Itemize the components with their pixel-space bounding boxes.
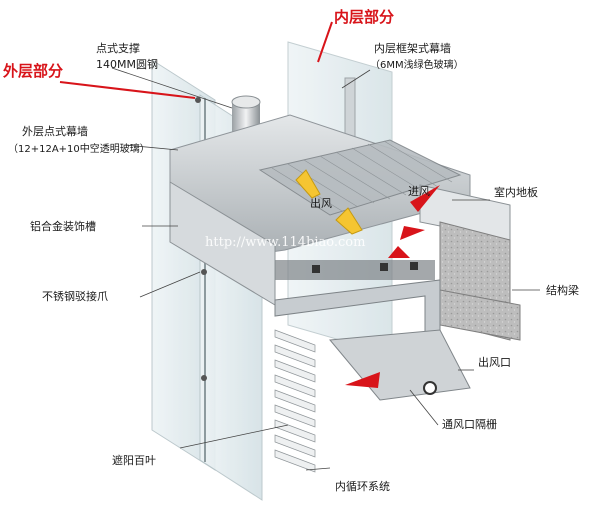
- label-inner-circ: 内循环系统: [335, 479, 390, 493]
- label-vent-grille: 通风口隔栅: [442, 417, 497, 431]
- leader-lines: [111, 67, 540, 471]
- vent-grille-tray: [329, 329, 471, 401]
- watermark-url: http://www.114biao.com: [205, 235, 365, 250]
- inlet-air-arrow-3: [388, 246, 410, 258]
- round-steel-pipe-top: [231, 95, 261, 109]
- label-indoor-floor: 室内地板: [494, 185, 538, 199]
- bracket-bolts: [312, 262, 418, 273]
- label-outer-glass: （12+12A+10中空透明玻璃）: [8, 142, 150, 155]
- label-outlet-port: 出风口: [478, 355, 511, 369]
- grating-lines: [271, 140, 453, 212]
- outer-part-pointer: [59, 81, 196, 99]
- sunshade-louvers: [274, 329, 316, 473]
- inlet-air-arrow-2: [400, 226, 425, 240]
- outlet-air-arrow-2: [335, 207, 363, 235]
- label-round-steel: 140MM圆钢: [96, 58, 158, 71]
- vent-outlet-ring: [423, 381, 437, 395]
- label-inlet-air: 进风: [408, 185, 430, 198]
- label-inner-part: 内层部分: [334, 8, 394, 26]
- label-outlet-air: 出风: [310, 196, 332, 210]
- label-steel-claw: 不锈钢驳接爪: [42, 290, 108, 303]
- inlet-air-arrow-1: [410, 185, 440, 212]
- label-decor-slot: 铝合金装饰槽: [30, 219, 96, 233]
- inner-part-pointer: [317, 21, 333, 63]
- label-outer-part: 外层部分: [2, 62, 63, 80]
- steel-claw-fittings: [195, 97, 207, 381]
- outlet-air-arrow-1: [295, 169, 321, 199]
- label-outer-wall: 外层点式幕墙: [22, 124, 88, 138]
- label-sunshade: 遮阳百叶: [112, 453, 156, 467]
- outlet-port-arrow: [345, 372, 380, 388]
- label-struct-beam: 结构梁: [546, 283, 579, 297]
- label-inner-wall: 内层框架式幕墙: [374, 41, 451, 55]
- label-inner-glass: （6MM浅绿色玻璃）: [370, 58, 464, 71]
- label-point-support: 点式支撑: [96, 41, 140, 55]
